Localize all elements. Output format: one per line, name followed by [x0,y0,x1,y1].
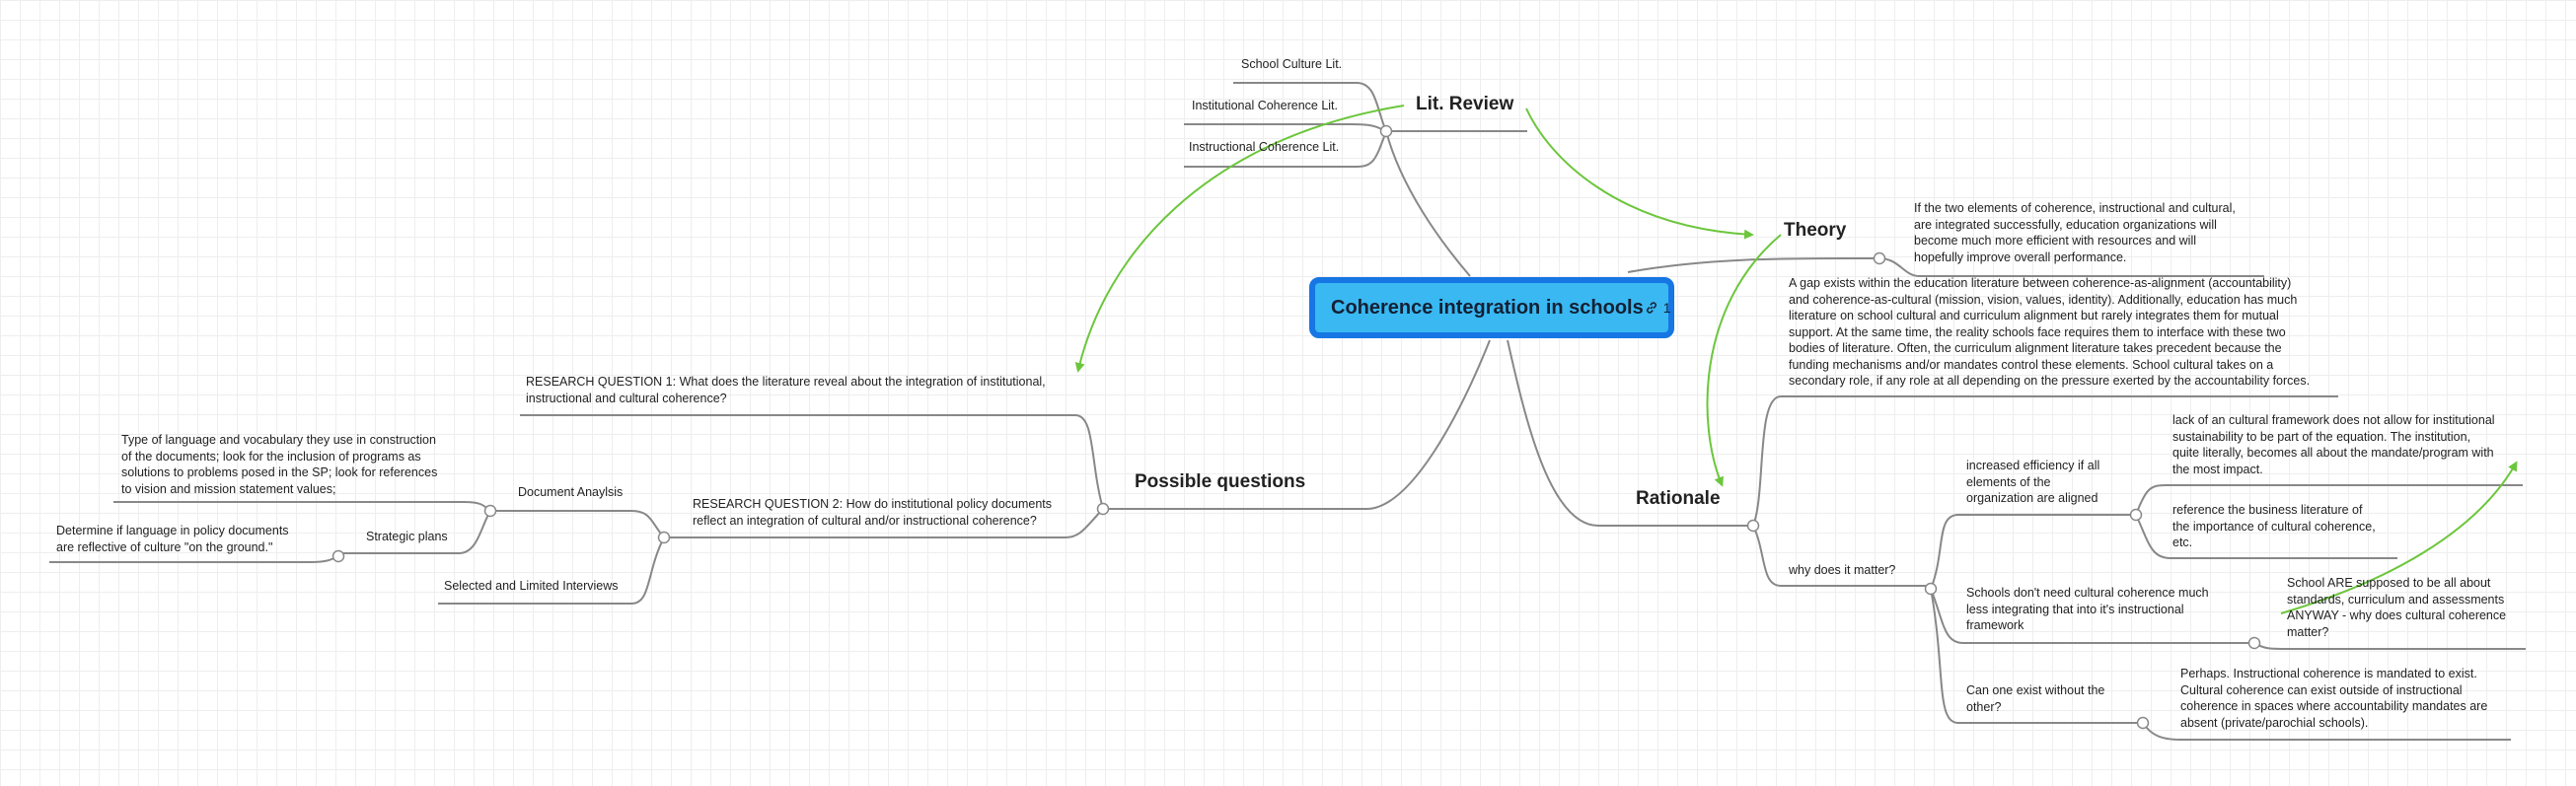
edge-q-rq2 [664,508,1104,538]
link-icon [1646,302,1656,314]
subtopic-business-literature[interactable]: reference the business literature of the… [2172,503,2376,549]
collapse-knob-schools [2247,636,2261,650]
collapse-knob-rationale [1746,519,1760,533]
collapse-knob-why [1924,582,1938,596]
edge-root-rationale [1507,339,1753,527]
edge-why-eff [1930,514,2136,590]
link-count: 1 [1662,300,1671,316]
subtopic-why-does-it-matter[interactable]: why does it matter? [1789,563,1896,577]
subtopic-perhaps[interactable]: Perhaps. Instructional coherence is mand… [2180,667,2488,730]
topic-lit-review[interactable]: Lit. Review [1416,94,1514,114]
collapse-knob-theory [1873,251,1886,265]
collapse-knob-litreview [1379,124,1393,138]
subtopic-research-question-2[interactable]: RESEARCH QUESTION 2: How do institutiona… [693,497,1053,528]
edge-lit-school [1233,82,1387,132]
subtopic-research-question-1[interactable]: RESEARCH QUESTION 1: What does the liter… [526,375,1046,405]
topic-rationale[interactable]: Rationale [1636,488,1721,509]
subtopic-school-culture-lit[interactable]: School Culture Lit. [1241,57,1343,71]
collapse-knob-efficiency [2129,508,2143,522]
subtopic-strategic-plans-detail[interactable]: Determine if language in policy document… [56,524,289,554]
relationship-litreview-questions [1074,105,1405,373]
edge-lit-inst [1184,123,1387,132]
subtopic-theory-statement[interactable]: If the two elements of coherence, instru… [1914,201,2236,264]
edge-rat-why [1752,525,1932,589]
subtopic-schools-are-supposed[interactable]: School ARE supposed to be all about stan… [2287,576,2507,639]
subtopic-strategic-plans[interactable]: Strategic plans [366,530,448,543]
subtopic-institutional-coherence-lit[interactable]: Institutional Coherence Lit. [1192,99,1339,112]
relationship-litreview-theory [1525,107,1754,240]
edge-rat-gap [1752,395,2338,527]
subtopic-schools-dont-need[interactable]: Schools don't need cultural coherence mu… [1966,586,2209,632]
subtopic-document-analysis[interactable]: Document Anaylsis [518,485,624,499]
edge-why-schools [1930,588,2254,644]
subtopic-lack-cultural-framework[interactable]: lack of an cultural framework does not a… [2172,413,2495,476]
edge-rq2-doc [490,510,665,538]
edge-eff-a [2135,484,2523,516]
edge-eff-b [2135,514,2397,559]
topic-theory[interactable]: Theory [1784,220,1847,241]
edge-rq2-interviews [438,536,665,605]
collapse-knob-strategic [331,549,345,563]
edge-lit-instr [1184,130,1387,168]
subtopic-literature-gap[interactable]: A gap exists within the education litera… [1789,276,2311,388]
subtopic-selected-interviews[interactable]: Selected and Limited Interviews [444,579,619,593]
subtopic-instructional-coherence-lit[interactable]: Instructional Coherence Lit. [1189,140,1340,154]
edge-why-canone [1930,588,2143,724]
edge-doc-detail [113,501,491,512]
relationship-theory-rationale [1706,234,1782,487]
edge-schools-are [2253,642,2526,650]
edge-root-litreview [1385,130,1471,277]
edge-strategic-detail [49,555,339,563]
subtopic-can-one-exist[interactable]: Can one exist without the other? [1966,683,2105,714]
topic-link-badge[interactable]: 1 [1644,300,1671,316]
collapse-knob-rq2 [657,531,671,544]
collapse-knob-doc [483,504,497,518]
central-topic[interactable]: Coherence integration in schools 1 [1309,277,1674,338]
relationship-schools-efficiency [2280,461,2518,614]
edge-root-theory [1627,256,1880,273]
central-topic-title: Coherence integration in schools [1331,296,1644,319]
collapse-knob-canone [2136,716,2150,730]
subtopic-increased-efficiency[interactable]: increased efficiency if all elements of … [1966,459,2100,505]
subtopic-document-analysis-detail[interactable]: Type of language and vocabulary they use… [121,433,438,496]
edge-root-questions [1103,339,1491,510]
collapse-knob-questions [1096,502,1110,516]
edge-doc-strategic [337,510,491,556]
topic-possible-questions[interactable]: Possible questions [1135,471,1306,492]
edge-q-rq1 [520,414,1104,510]
